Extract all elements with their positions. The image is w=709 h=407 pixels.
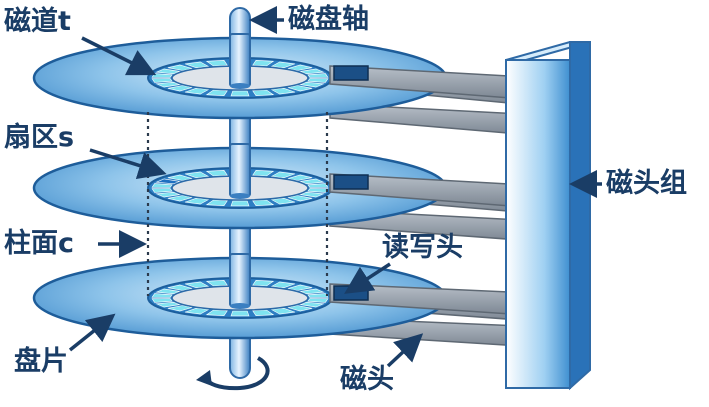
track-segment [287,85,313,92]
read-write-head-top [333,65,369,81]
track-segment [307,78,329,83]
track-segment [299,301,325,308]
track-segment [151,188,173,193]
pointer-arrow-icon [81,36,157,76]
track-segment [205,309,228,317]
track-segment [252,199,275,207]
track-segment [287,174,313,181]
track-segment [299,191,325,198]
track-segment [252,59,275,67]
track-segment [185,171,210,179]
track-segment [252,309,275,317]
track-segment [185,307,210,315]
track-segment [205,59,228,67]
track-segment [270,281,295,289]
platter-bottom [32,253,448,340]
label-read-write-head: 读写头 [382,232,463,263]
pointer-arrow-icon [386,333,424,368]
track-segment [270,171,295,179]
track-segment [185,61,210,69]
track-segment [155,191,181,198]
rotation-arrow-icon [196,356,270,391]
label-sector: 扇区s [4,122,75,153]
track-segment [287,195,313,202]
pointer-arrow-icon [89,148,167,180]
track-segment [230,90,250,97]
track-segment [307,73,329,78]
track-segment [287,305,313,312]
label-cylinder: 柱面c [4,228,75,259]
track-segment [167,64,193,71]
track-segment [185,87,210,95]
track-segment [151,298,173,303]
sector-highlight [155,178,181,185]
track-segment [205,89,228,97]
track-segment [155,301,181,308]
pointer-arrows [68,6,602,368]
track-segment [307,293,329,298]
track-segment [252,89,275,97]
track-segment [155,81,181,88]
cylinder-guides [146,112,329,296]
track-segment [287,64,313,71]
pointer-arrow-icon [344,262,391,294]
track-segment [307,183,329,188]
track-segment [230,200,250,207]
track-segment [151,293,173,298]
track-segment [185,281,210,289]
head-assembly-block [505,41,591,391]
track-segment [270,61,295,69]
track-segment [167,195,193,202]
track-segment [205,169,228,177]
track-segment [155,288,181,295]
track-segment [167,305,193,312]
track-segment [167,85,193,92]
label-spindle: 磁盘轴 [288,4,369,35]
label-head: 磁头 [340,364,394,395]
track-segment [155,68,181,75]
track-segment [299,178,325,185]
label-platter: 盘片 [14,346,68,377]
track-segment [252,169,275,177]
track-segment [299,81,325,88]
track-segment [167,284,193,291]
label-track: 磁道t [4,6,71,37]
pointer-arrow-icon [68,313,116,352]
track-segment [299,68,325,75]
track-segment [230,310,250,317]
read-write-head-mid [333,174,369,190]
track-segment [205,279,228,287]
track-segment [270,87,295,95]
track-segment [205,199,228,207]
track-segment [287,284,313,291]
track-segment [299,288,325,295]
track-segment [151,78,173,83]
label-head-assembly: 磁头组 [606,168,687,199]
track-segment [307,298,329,303]
track-segment [252,279,275,287]
track-segment [270,307,295,315]
track-segment [270,197,295,205]
track-segment [167,174,193,181]
track-segment [185,197,210,205]
track-segment [151,183,173,188]
